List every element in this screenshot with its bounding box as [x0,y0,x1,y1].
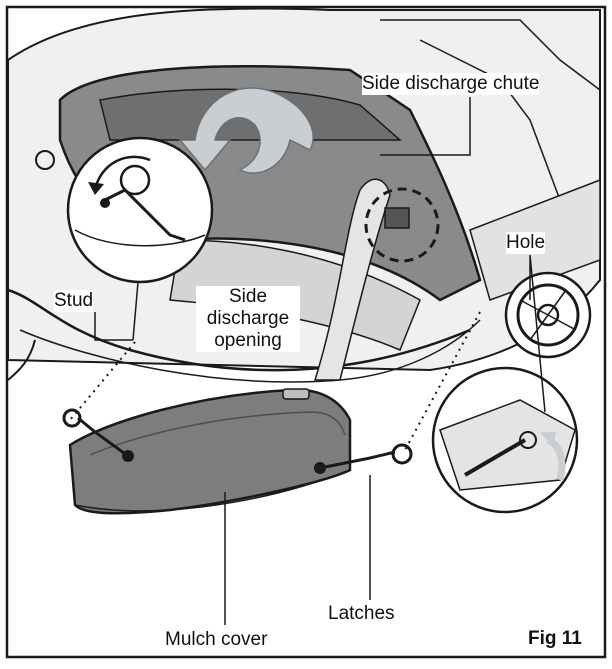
stud-detail-circle [66,136,214,284]
side-discharge-opening-label-line: opening [214,330,282,351]
mulch-cover [68,388,352,515]
figure-number: Fig 11 [528,628,582,649]
hole-opening [536,303,560,327]
deck-bolt [35,150,55,170]
stud-spring-loop [119,164,151,196]
right-latch-spring [391,443,413,465]
deck-frame-side [419,39,561,201]
chute-callout-leader [380,97,471,156]
stud-detail-edge [74,229,206,247]
stud-pin [100,198,110,208]
latches-label: Latches [328,603,395,625]
chute-latch-highlight [364,187,440,263]
chute-rod [313,178,391,381]
stud-rotate-arrowhead [88,182,104,195]
hole-label: Hole [506,232,546,254]
mulch-cover-label: Mulch cover [165,629,268,651]
mulch-cover-lip [74,469,351,512]
stud-latch-arm [104,188,186,242]
hole-ring [516,283,580,347]
lift-arrow [178,87,314,174]
stud-rotate-arrow [93,155,151,191]
deck-edge-left [7,339,36,381]
chute-latch [384,207,410,229]
right-latch-arm [319,450,396,470]
side-discharge-opening-label-line: discharge [206,308,290,329]
latch-detail-hole [519,431,537,449]
left-latch-spring [62,408,82,428]
deck-rim-inner [19,319,481,383]
stud-alignment-line [69,341,136,421]
mulch-cover-handle [282,388,310,400]
side-discharge-opening-label: Side discharge opening [196,286,300,352]
mulch-cover-ridge [89,411,346,456]
latch-detail-hook [463,438,527,477]
deck-frame-top [380,19,601,91]
hole-callout-leader [529,254,546,413]
hole-spokes [519,289,577,341]
latch-detail-deck [439,399,576,491]
stud-callout-leader [94,281,139,341]
latch-engage-arrowhead [540,432,556,448]
side-discharge-chute-label: Side discharge chute [362,73,540,95]
side-discharge-opening-label-line: Side [228,286,268,307]
hole-alignment-line [404,311,481,451]
left-latch-arm [77,416,129,458]
stud-label: Stud [54,290,94,312]
deck-rim [7,288,471,372]
